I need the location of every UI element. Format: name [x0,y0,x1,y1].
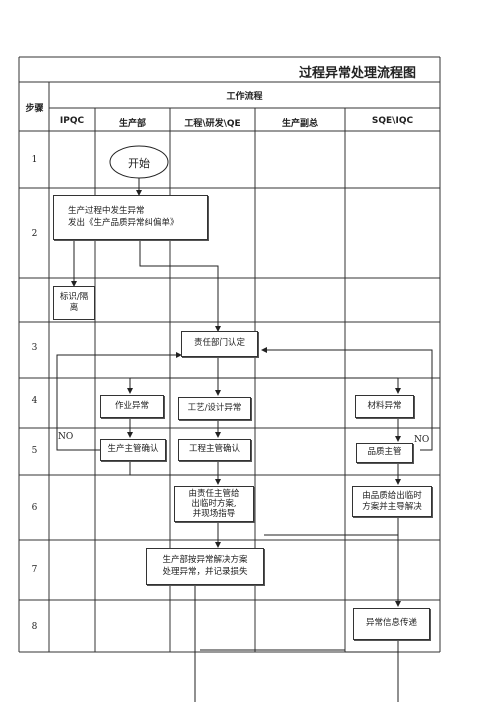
step-number-6: 6 [31,503,38,513]
eng-supervisor-confirm-box: 工程主管确认 [178,439,251,461]
column-header-production: 生产部 [118,119,146,129]
workflow-header: 工作流程 [226,92,263,102]
responsible-confirm-box: 责任部门认定 [181,331,258,357]
prod-supervisor-confirm-box: 生产主管确认 [100,439,166,461]
prod-handle-box: 生产部按异常解决方案 处理异常，并记录损失 [146,548,264,585]
step-number-7: 7 [31,565,38,575]
no-label-right: NO [414,435,430,445]
column-header-engineering: 工程\研发\QE [184,119,241,129]
start-node-label: 开始 [128,157,150,170]
quality-supervisor-box: 品质主管 [356,443,413,463]
step-number-3: 3 [31,343,38,353]
step-column-header: 步骤 [25,104,44,114]
step-number-8: 8 [31,622,38,632]
abnormal-found-box: 生产过程中发生异常 发出《生产品质异常纠偏单》 [53,195,208,240]
no-label-left: NO [58,432,74,442]
step-number-5: 5 [31,446,38,456]
process-design-abnormal-box: 工艺/设计异常 [178,397,251,420]
page-title: 过程异常处理流程图 [299,66,417,81]
column-header-vp-production: 生产副总 [281,119,318,129]
step-number-4: 4 [31,396,38,406]
operation-abnormal-box: 作业异常 [100,395,164,418]
column-header-ipqc: IPQC [59,116,85,126]
temp-solution-quality-box: 由品质给出临时 方案并主导解决 [352,486,432,517]
mark-isolate-box: 标识/隔 离 [53,286,95,320]
material-abnormal-box: 材料异常 [355,395,414,418]
info-transfer-box: 异常信息传递 [353,608,430,640]
step-number-1: 1 [31,155,38,165]
start-terminal-shape [109,145,169,179]
step-number-2: 2 [31,229,38,239]
temp-solution-eng-box: 由责任主管给 出临时方案, 并现场指导 [174,486,254,522]
column-header-sqe-iqc: SQE\IQC [371,116,414,126]
